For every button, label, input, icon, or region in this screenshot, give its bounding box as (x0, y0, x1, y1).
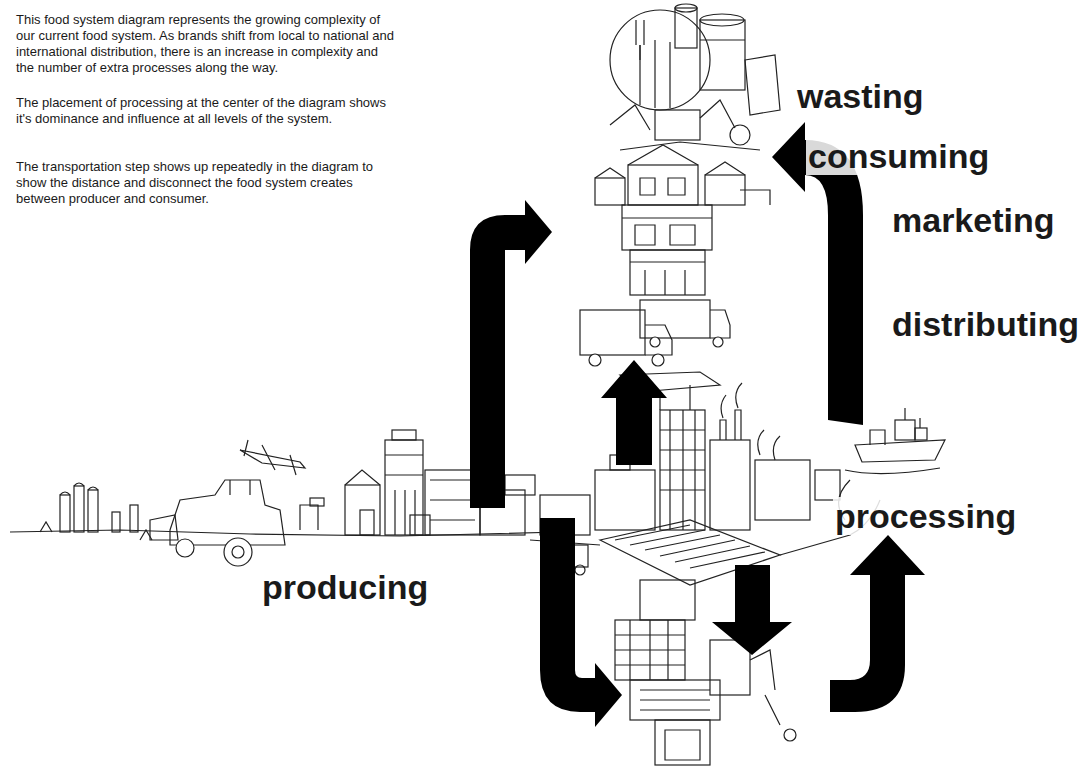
stage-label: consuming (806, 137, 991, 175)
stage-label: producing (260, 568, 430, 606)
stage-label: processing (833, 497, 1018, 535)
flow-arrow (470, 200, 552, 508)
consumer-goods (610, 4, 780, 150)
flow-arrow (540, 518, 622, 727)
plane (240, 440, 305, 475)
stage-label: marketing (890, 201, 1057, 239)
intro-note: The transportation step shows up repeate… (16, 159, 394, 207)
tractor (150, 480, 285, 566)
intro-note: The placement of processing at the cente… (16, 95, 394, 127)
grain-elevator (300, 430, 480, 535)
stage-label: wasting (795, 77, 926, 115)
flow-arrow (712, 565, 792, 655)
intro-note: This food system diagram represents the … (16, 12, 394, 76)
stage-label: distributing (890, 305, 1081, 343)
flow-arrow (601, 360, 667, 465)
silos (40, 483, 152, 540)
stores (595, 145, 770, 295)
flow-arrow (830, 535, 925, 712)
